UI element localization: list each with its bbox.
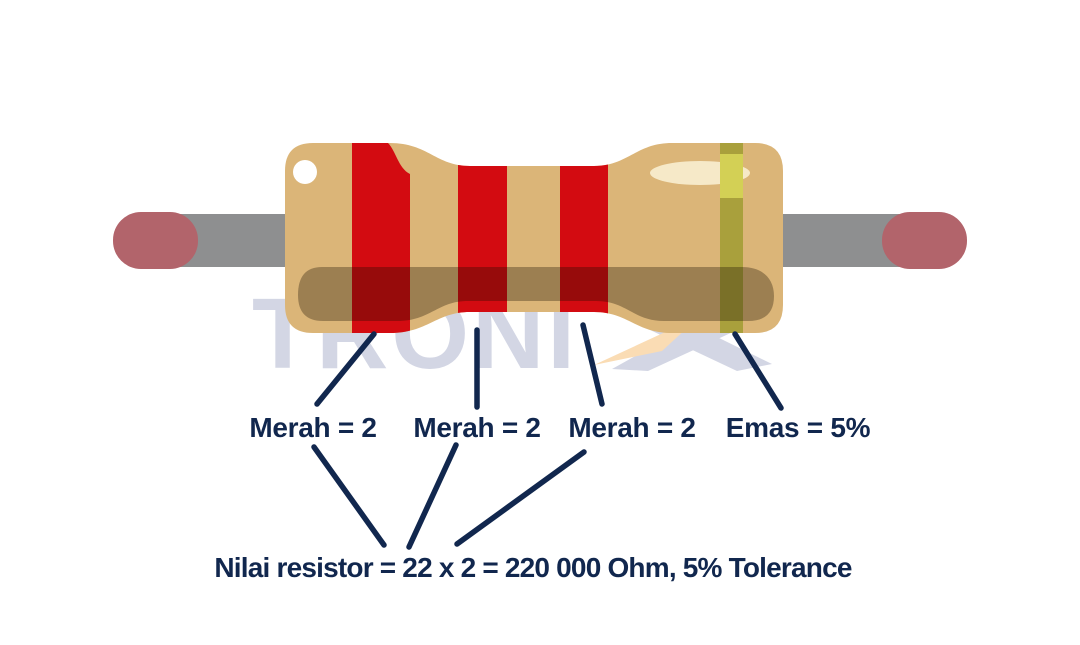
band-4-gold-highlight — [720, 154, 743, 198]
band-label-1: Merah = 2 — [249, 412, 377, 443]
pointer-lines — [311, 322, 784, 550]
band-label-2: Merah = 2 — [413, 412, 541, 443]
pointer-result-3 — [454, 449, 587, 547]
left-lead-tip — [113, 212, 198, 269]
body-highlight-hole — [293, 160, 317, 184]
pointer-band-4 — [732, 331, 784, 411]
band-2-red — [458, 150, 507, 330]
pointer-band-1 — [314, 331, 377, 407]
pointer-band-3 — [580, 322, 605, 407]
pointer-result-2 — [406, 442, 459, 550]
body-shadow — [298, 267, 774, 321]
band-3-red — [560, 150, 608, 330]
right-lead-tip — [882, 212, 967, 269]
band-label-4-tolerance: Emas = 5% — [725, 412, 871, 443]
band-label-3: Merah = 2 — [568, 412, 696, 443]
result-text: Nilai resistor = 22 x 2 = 220 000 Ohm, 5… — [214, 552, 852, 583]
band-1-red — [352, 143, 410, 333]
pointer-result-1 — [311, 444, 387, 548]
